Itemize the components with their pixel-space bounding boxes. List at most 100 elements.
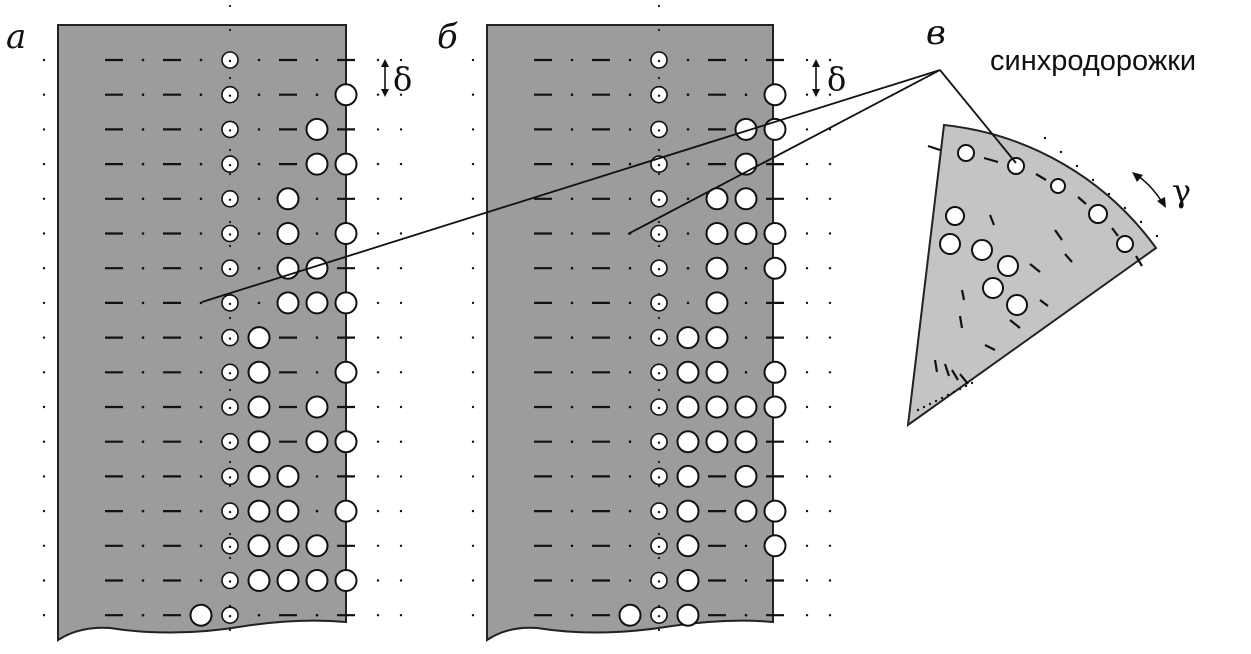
disk-dash [943,363,951,377]
data-hole [305,534,329,558]
disk-dash [983,156,999,164]
pitch-dot [42,509,46,513]
disk-dot [928,402,932,406]
row-dot [257,301,261,305]
row-dot [199,336,203,339]
data-hole [276,187,300,211]
row-dot [141,128,145,131]
row-dot [199,266,203,270]
row-dot [141,579,145,582]
row-dot [257,266,261,270]
axis-dot [228,4,232,8]
pitch-dot [471,509,475,513]
row-dot [141,475,145,478]
pitch-dot [42,301,46,305]
disk-arc-dot [1091,178,1095,182]
leader-line-tape-b [627,69,941,235]
data-hole [305,395,329,419]
disk-dash [984,344,996,351]
row-dot [199,579,203,582]
sync-hole-center [657,580,661,583]
pitch-dot [376,509,380,513]
pitch-dot [828,475,832,478]
data-hole [305,430,329,454]
pitch-dot [805,162,809,166]
sync-hole-center [657,163,661,167]
pitch-dot [471,579,475,582]
row-dot [199,405,203,409]
row-dot [315,371,319,374]
disk-sector [906,123,1159,428]
row-dot [141,197,145,201]
axis-dot [657,244,661,248]
pitch-dot [376,544,380,547]
sync-hole-center [228,406,232,410]
data-hole [247,534,271,558]
disk-dash [1054,229,1063,241]
pitch-dot [399,232,403,235]
axis-dot [657,628,661,632]
data-hole [247,395,271,419]
disk-hole [1088,204,1108,224]
pitch-dot [376,371,380,374]
panel-label-b: б [437,17,458,57]
disk-dot [958,387,962,391]
pitch-dot [42,93,46,96]
pitch-dot [42,475,46,478]
row-dot [686,58,690,62]
data-hole [247,326,271,350]
pitch-dot [805,58,809,62]
disk-hole [1050,178,1066,194]
disk-marks [916,136,1159,412]
sync-hole-center [657,441,661,444]
pitch-dot [376,301,380,305]
data-hole [305,256,329,280]
data-hole [276,499,300,523]
row-dot [199,544,203,548]
data-hole [676,464,700,488]
axis-dot [228,148,232,152]
data-hole [676,603,700,627]
axis-dot [657,388,661,392]
pitch-dot [42,267,46,270]
pitch-dot [399,579,403,582]
data-hole [705,326,729,350]
data-hole [705,187,729,211]
pitch-dot [376,197,380,200]
pitch-dot [828,197,832,200]
pitch-dot [376,336,380,339]
pitch-dot [471,371,475,374]
data-hole [734,499,758,523]
row-dot [199,93,203,96]
row-dot [628,266,632,270]
pitch-dot [399,475,403,478]
disk-dot [922,405,926,409]
pitch-dot [399,405,403,409]
row-dot [570,475,574,478]
disk-hole [997,255,1019,277]
gamma-symbol: γ [1172,172,1191,210]
data-hole [676,395,700,419]
pitch-dot [399,93,403,96]
disk-arc-dot [1123,206,1127,210]
data-hole [763,395,787,419]
data-hole [276,222,300,245]
sync-hole-center [657,302,661,306]
data-hole [334,360,358,384]
sync-hole-center [228,302,232,306]
row-dot [141,440,145,444]
axis-dot [657,148,661,152]
data-hole [276,291,300,315]
disk-dash [1077,196,1087,205]
disk-dot [940,396,944,400]
sync-hole-center [657,406,661,410]
row-dot [570,613,574,617]
pitch-dot [471,405,475,409]
row-dot [141,371,145,374]
data-hole [676,499,700,523]
row-dot [199,232,203,235]
tape-b [471,4,832,642]
pitch-dot [828,509,832,513]
axis-dot [657,460,661,464]
